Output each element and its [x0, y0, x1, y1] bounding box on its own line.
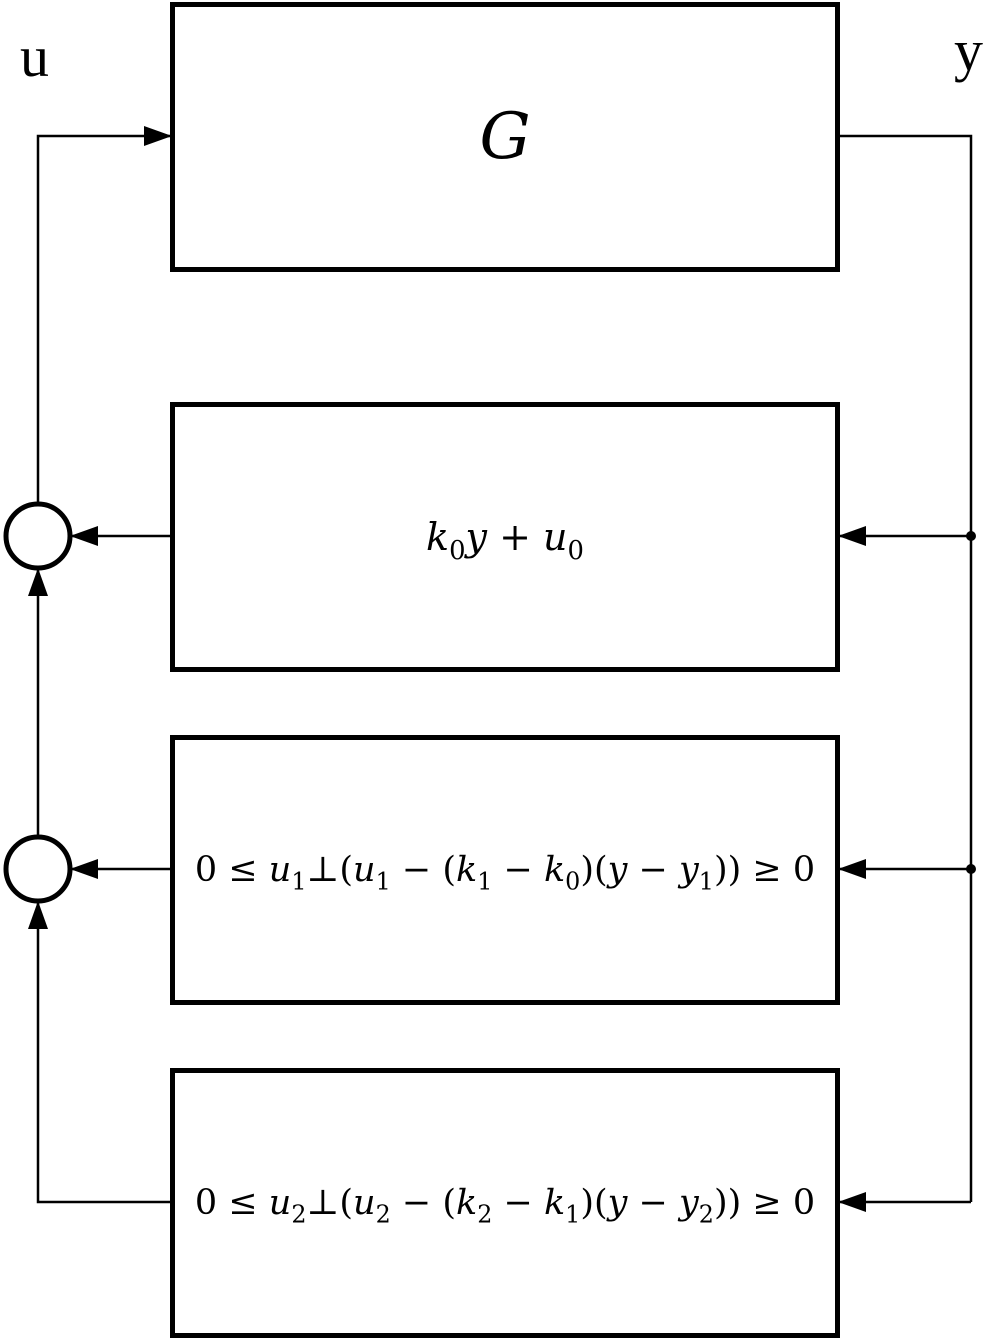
complementarity-block-1: 0 ≤ u1⊥(u1 − (k1 − k0)(y − y1)) ≥ 0 — [170, 735, 840, 1005]
complementarity-block-2: 0 ≤ u2⊥(u2 − (k2 − k1)(y − y2)) ≥ 0 — [170, 1068, 840, 1338]
complementarity-formula-2: 0 ≤ u2⊥(u2 − (k2 − k1)(y − y2)) ≥ 0 — [194, 1183, 816, 1229]
summing-junction-1 — [3, 501, 73, 571]
plant-block: G — [170, 2, 840, 272]
comp2-to-sum-arrow — [28, 901, 170, 1204]
output-line — [838, 134, 973, 1202]
plant-label: G — [479, 100, 531, 174]
summing-junction-2 — [3, 834, 73, 904]
complementarity-formula-1: 0 ≤ u1⊥(u1 − (k1 − k0)(y − y1)) ≥ 0 — [194, 850, 816, 896]
linear-block: k0y + u0 — [170, 402, 840, 672]
output-signal-label: y — [954, 18, 983, 83]
input-line-arrow — [36, 126, 172, 502]
input-signal-label: u — [20, 24, 49, 89]
linear-formula: k0y + u0 — [426, 515, 584, 567]
